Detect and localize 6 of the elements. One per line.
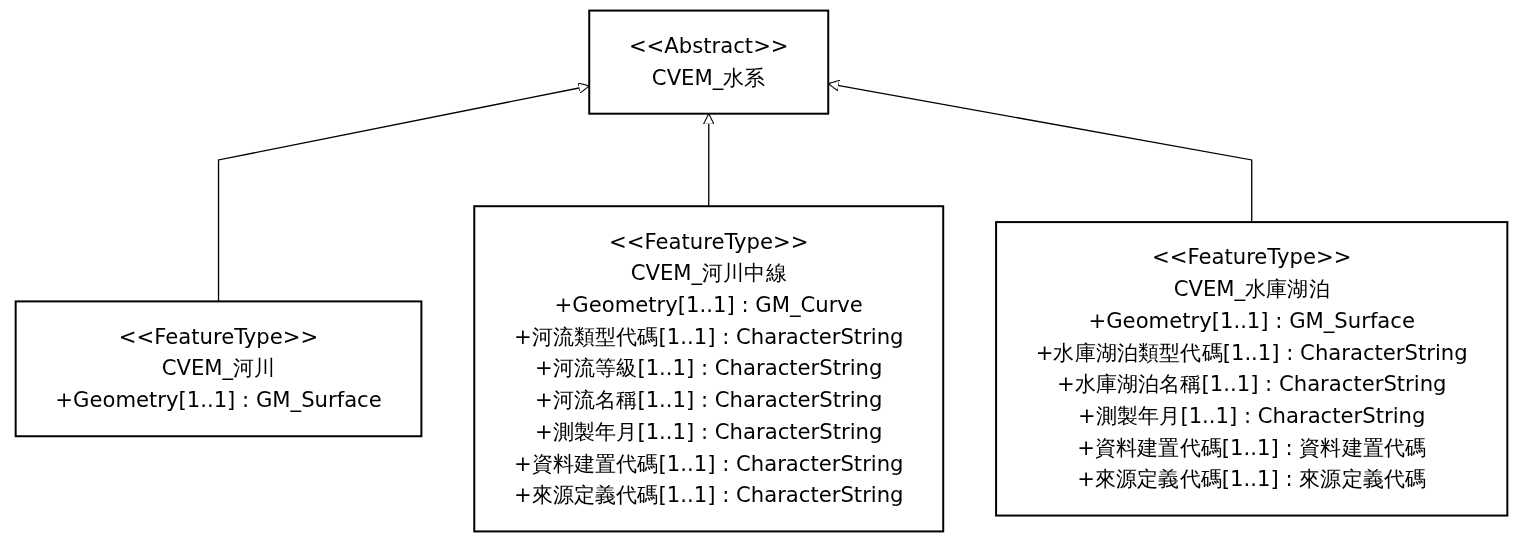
arrow [217, 82, 590, 303]
node-box: <<Abstract>> CVEM_水系 [588, 9, 830, 115]
node-box: <<FeatureType>> CVEM_河川 +Geometry[1..1] : GM_Surface [14, 300, 423, 438]
node-box: <<FeatureType>> CVEM_河川中線 +Geometry[1..1] : GM_Curve +河流類型代碼[1..1] : CharacterString +河流等級[1..1] : CharacterString +河流名稱[1..1] : CharacterString +測製年月[1..1] : CharacterString +資料建置代碼[1..1] : CharacterString +來源定義代碼[1..1] : CharacterString [473, 205, 945, 533]
node-box: <<FeatureType>> CVEM_水庫湖泊 +Geometry[1..1] : GM_Surface +水庫湖泊類型代碼[1..1] : CharacterString +水庫湖泊名稱[1..1] : CharacterString +測製年月[1..1] : CharacterString +資料建置代碼[1..1] : 資料建置代碼 +來源定義代碼[1..1] : 來源定義代碼 [995, 221, 1509, 517]
arrow [702, 113, 715, 207]
